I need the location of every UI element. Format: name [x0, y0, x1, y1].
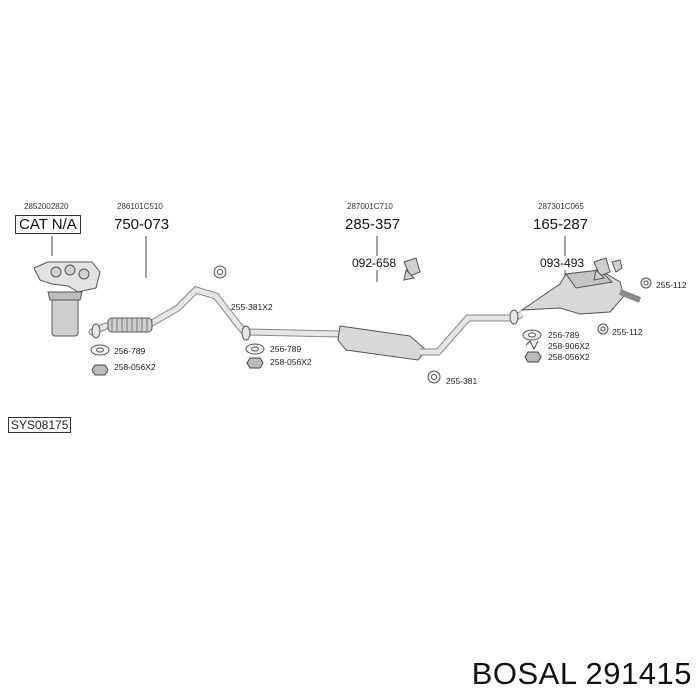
nut-3-icon [524, 351, 542, 363]
part-cat: CAT N/A [15, 215, 81, 234]
label-clamp-1: 255-381X2 [231, 302, 273, 312]
gasket-1-icon [90, 344, 110, 356]
label-spring: 258-906X2 [548, 341, 590, 351]
part-front-pipe: 750-073 [114, 216, 170, 233]
label-rubber-2: 255-112 [612, 327, 643, 337]
nut-1-icon [91, 364, 109, 376]
part-rear-mount: 093-493 [540, 256, 585, 270]
brand-part-number: BOSAL 291415 [471, 656, 692, 691]
part-rear: 165-287 [533, 216, 589, 233]
oem-cat: 2852002820 [24, 202, 69, 211]
part-middle-mount: 092-658 [352, 256, 397, 270]
clamp-2-icon [427, 370, 441, 384]
label-gasket-1: 256-789 [114, 346, 146, 356]
oem-front-pipe: 286101C510 [117, 202, 163, 211]
label-clamp-2: 255-381 [446, 376, 478, 386]
oem-rear: 287301C065 [538, 202, 584, 211]
gasket-2-icon [245, 343, 265, 355]
label-nut-1: 258-056X2 [114, 362, 156, 372]
catalytic-converter [33, 261, 101, 337]
label-nut-3: 258-056X2 [548, 352, 590, 362]
clamp-1-icon [213, 265, 227, 279]
mount-rear-icon [593, 257, 611, 281]
gasket-3-icon [522, 329, 542, 341]
oem-middle: 287001C710 [347, 202, 393, 211]
system-code: SYS08175 [8, 417, 72, 433]
rear-silencer [520, 269, 642, 315]
label-gasket-3: 256-789 [548, 330, 580, 340]
label-gasket-2: 256-789 [270, 344, 302, 354]
part-middle: 285-357 [345, 216, 401, 233]
front-pipe [88, 286, 250, 338]
rubber-2-icon [597, 323, 609, 335]
mount-rear-small-icon [611, 259, 623, 273]
nut-2-icon [246, 357, 264, 369]
rubber-1-icon [640, 277, 652, 289]
flanges [91, 309, 519, 341]
label-nut-2: 258-056X2 [270, 357, 312, 367]
label-rubber-1: 255-112 [656, 280, 687, 290]
mount-middle-icon [403, 257, 421, 281]
spring-icon [525, 340, 539, 351]
